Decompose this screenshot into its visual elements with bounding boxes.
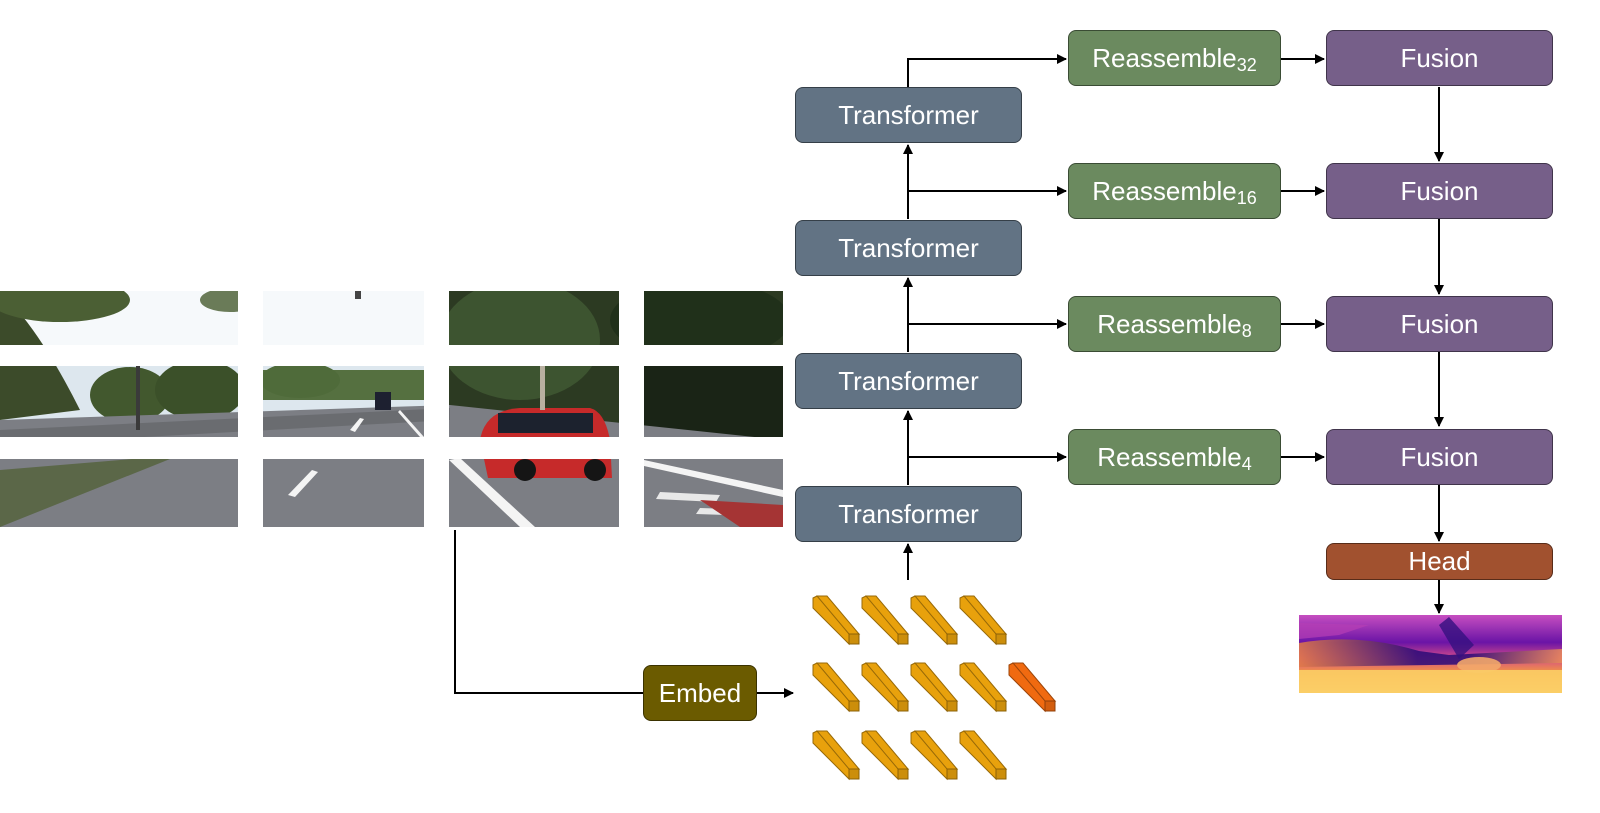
embed-block: Embed [643,665,757,721]
image-patch-r1-c4 [644,291,783,345]
token-r1-2 [861,595,910,646]
depth-map-output [1299,615,1562,693]
image-patch-r1-c2 [263,291,424,345]
token-r2-4 [959,662,1008,713]
transformer-block-3: Transformer [795,353,1022,409]
image-patch-r2-c2 [263,366,424,437]
token-r1-3 [910,595,959,646]
image-patch-r2-c3 [449,366,619,437]
token-r3-1 [812,730,861,781]
token-r2-5 [1008,662,1057,713]
image-patch-r1-c3 [449,291,619,345]
head-block: Head [1326,543,1553,580]
image-patch-r3-c3 [449,459,619,527]
fusion-block-3: Fusion [1326,296,1553,352]
transformer-block-2: Transformer [795,220,1022,276]
transformer-block-4: Transformer [795,486,1022,542]
fusion-block-4: Fusion [1326,429,1553,485]
image-patch-r3-c1 [0,459,238,527]
token-r2-1 [812,662,861,713]
image-patch-r2-c4 [644,366,783,437]
arrow-patches-to-embed [454,530,643,694]
fusion-block-2: Fusion [1326,163,1553,219]
token-r2-3 [910,662,959,713]
fusion-block-1: Fusion [1326,30,1553,86]
image-patch-r2-c1 [0,366,238,437]
token-r3-2 [861,730,910,781]
token-r2-2 [861,662,910,713]
token-r3-4 [959,730,1008,781]
token-r1-4 [959,595,1008,646]
token-r3-3 [910,730,959,781]
image-patch-r3-c4 [644,459,783,527]
image-patch-r3-c2 [263,459,424,527]
arrow-to-reassemble-32 [907,54,1067,87]
image-patch-r1-c1 [0,291,238,345]
transformer-block-1: Transformer [795,87,1022,143]
token-r1-1 [812,595,861,646]
